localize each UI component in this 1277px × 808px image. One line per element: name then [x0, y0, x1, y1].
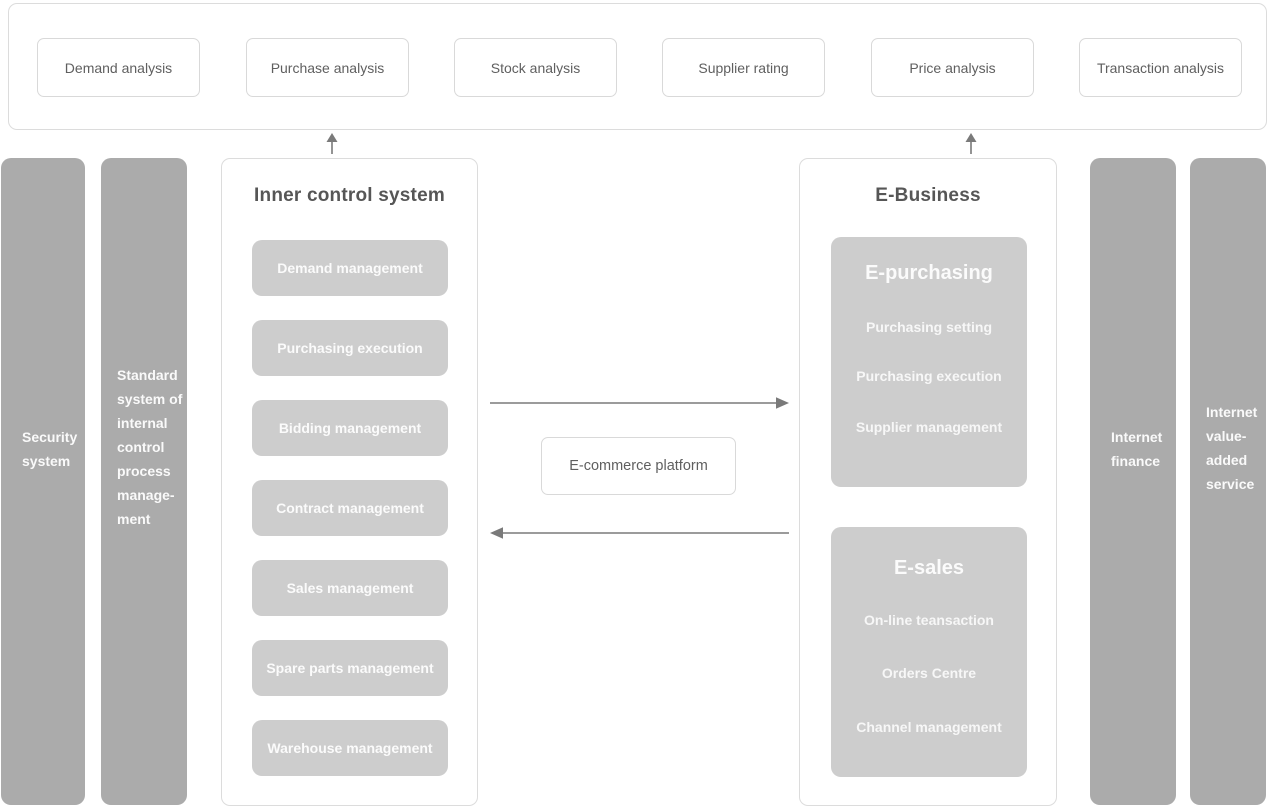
arrow-up-icon	[965, 133, 977, 154]
e-purchasing-item: Purchasing execution	[856, 368, 1002, 384]
arrow-left-icon	[490, 527, 789, 539]
e-commerce-platform-box: E-commerce platform	[541, 437, 736, 495]
analysis-box-transaction: Transaction analysis	[1079, 38, 1242, 97]
e-sales-group: E-sales On-line teansaction Orders Centr…	[831, 527, 1027, 777]
e-business-title: E-Business	[875, 185, 981, 206]
inner-item-demand-management: Demand management	[252, 240, 448, 296]
e-sales-item: Channel management	[856, 719, 1002, 735]
e-sales-item: Orders Centre	[881, 665, 977, 681]
analysis-box-demand: Demand analysis	[37, 38, 200, 97]
e-purchasing-item: Purchasing setting	[865, 319, 993, 335]
bar-internet-finance: Internet finance	[1090, 158, 1176, 805]
arrow-up-icon	[326, 133, 338, 154]
analysis-box-supplier-rating: Supplier rating	[662, 38, 825, 97]
e-purchasing-group: E-purchasing Purchasing setting Purchasi…	[831, 237, 1027, 487]
bar-label: Standard system of internal control proc…	[117, 367, 183, 527]
bar-standard-system: Standard system of internal control proc…	[101, 158, 187, 805]
analysis-box-purchase: Purchase analysis	[246, 38, 409, 97]
bar-label: Security system	[22, 429, 78, 469]
inner-item-bidding-management: Bidding management	[252, 400, 448, 456]
e-purchasing-title: E-purchasing	[865, 262, 993, 284]
e-sales-item: On-line teansaction	[864, 612, 994, 628]
inner-item-spare-parts: Spare parts management	[252, 640, 448, 696]
e-sales-title: E-sales	[893, 557, 965, 579]
bar-internet-value-added: Internet value- added service	[1190, 158, 1266, 805]
analysis-panel: Demand analysis Purchase analysis Stock …	[8, 3, 1267, 130]
inner-item-sales-management: Sales management	[252, 560, 448, 616]
inner-item-contract-management: Contract management	[252, 480, 448, 536]
e-business-panel: E-Business E-purchasing Purchasing setti…	[799, 158, 1057, 806]
analysis-box-stock: Stock analysis	[454, 38, 617, 97]
bar-label: Internet finance	[1111, 429, 1163, 469]
inner-item-warehouse: Warehouse management	[252, 720, 448, 776]
analysis-box-price: Price analysis	[871, 38, 1034, 97]
inner-item-purchasing-execution: Purchasing execution	[252, 320, 448, 376]
inner-control-panel: Inner control system Demand management P…	[221, 158, 478, 806]
e-purchasing-item: Supplier management	[855, 419, 1003, 435]
arrow-right-icon	[490, 397, 789, 409]
bar-security-system: Security system	[1, 158, 85, 805]
inner-control-title: Inner control system	[254, 185, 445, 206]
bar-label: Internet value- added service	[1206, 404, 1258, 492]
